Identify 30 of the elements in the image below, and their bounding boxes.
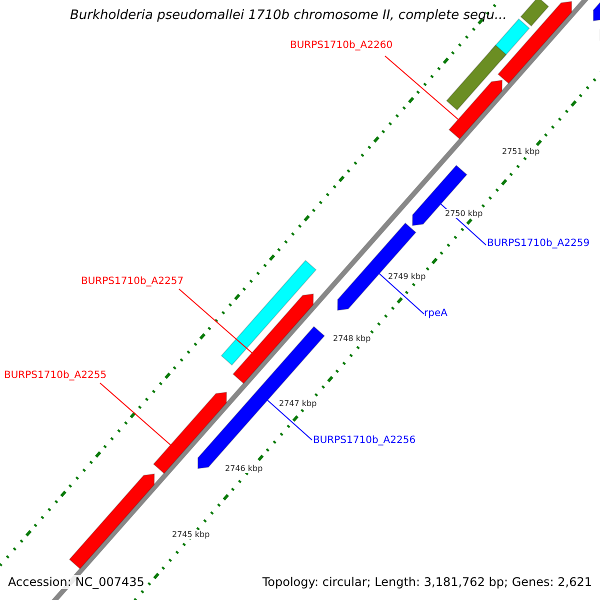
title: Burkholderia pseudomallei 1710b chromosome II, complete sequ... bbox=[70, 8, 507, 23]
position-label: 2745 kbp bbox=[172, 530, 210, 539]
leader-line bbox=[100, 382, 172, 446]
gene-label: BURPS1710b_A2256 bbox=[313, 435, 416, 446]
position-label: 2750 kbp bbox=[445, 209, 483, 218]
leader-line bbox=[384, 56, 459, 120]
gene-feature bbox=[68, 473, 155, 570]
gene-feature bbox=[232, 293, 314, 384]
position-label: 2746 kbp bbox=[225, 464, 263, 473]
position-label: 2749 kbp bbox=[388, 272, 426, 281]
gene-label: BURPS1710b_A2257 bbox=[81, 276, 184, 287]
gene-label: rpeA bbox=[424, 308, 448, 319]
gene-label: BURPS1710b_A2259 bbox=[487, 238, 590, 249]
position-label: 2747 kbp bbox=[279, 399, 317, 408]
accession-text: Accession: NC_007435 bbox=[8, 575, 144, 589]
gene-feature bbox=[412, 164, 468, 226]
gene-feature bbox=[592, 0, 600, 22]
position-label: 2751 kbp bbox=[502, 147, 540, 156]
feature-bar bbox=[520, 0, 550, 27]
leader-line bbox=[178, 288, 252, 354]
gene-label: BURPS1710b_A2260 bbox=[290, 40, 393, 51]
feature-bar bbox=[446, 44, 507, 111]
gene-feature bbox=[152, 392, 227, 474]
gene-feature bbox=[448, 80, 503, 140]
leader-line bbox=[378, 273, 424, 314]
position-label: 2748 kbp bbox=[333, 334, 371, 343]
gene-label: BURPS1710b_A2255 bbox=[4, 370, 107, 381]
summary-text: Topology: circular; Length: 3,181,762 bp; Genes: 2,621 bbox=[262, 575, 592, 589]
feature-bar bbox=[220, 260, 317, 366]
leader-line bbox=[267, 400, 312, 440]
